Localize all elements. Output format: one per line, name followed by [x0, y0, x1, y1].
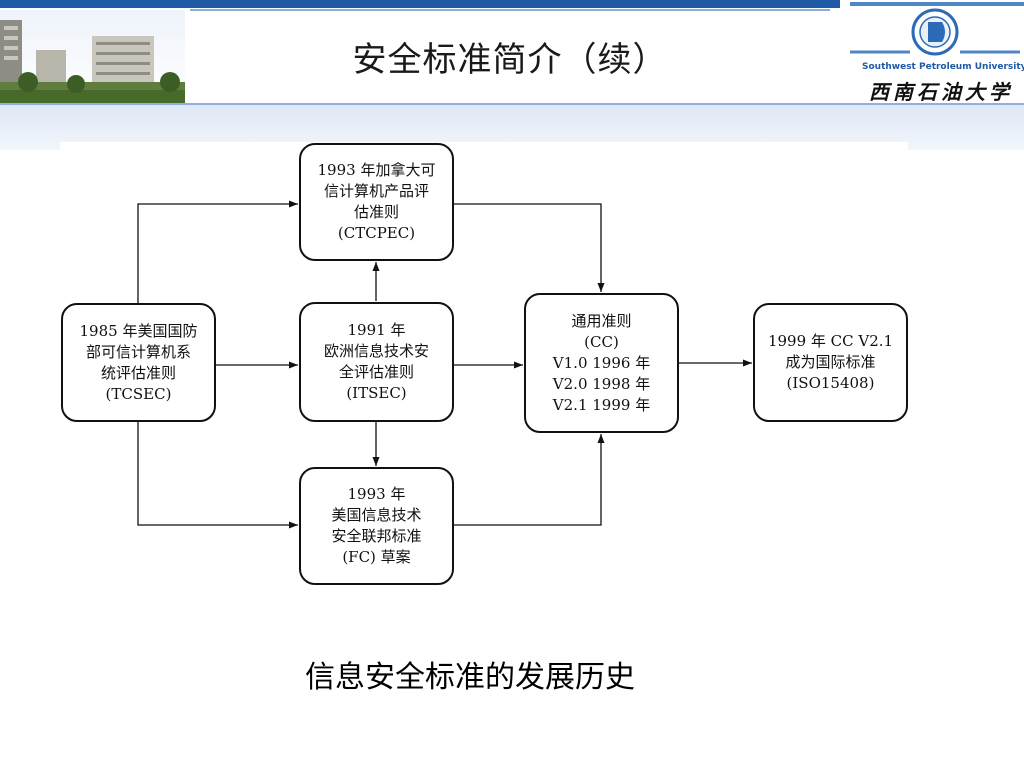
node-iso15408-label: 1999 年 CC V2.1 成为国际标准 (ISO15408) [767, 332, 894, 392]
header-divider [0, 103, 1024, 105]
top-stripe-thin [190, 9, 830, 11]
arrow-fc-to-cc [454, 434, 605, 526]
content-panel [60, 142, 908, 152]
university-name-chinese: 西南石油大学 [869, 80, 1013, 104]
logo-emblem-icon [850, 8, 1020, 56]
diagram-caption: 信息安全标准的发展历史 [305, 660, 635, 695]
page-title: 安全标准简介（续） [352, 40, 668, 80]
node-itsec-label: 1991 年 欧洲信息技术安 全评估准则 (ITSEC) [323, 321, 429, 402]
node-ctcpec: 1993 年加拿大可 信计算机产品评 估准则 (CTCPEC) [299, 143, 454, 261]
campus-photo [0, 10, 185, 104]
node-iso15408: 1999 年 CC V2.1 成为国际标准 (ISO15408) [753, 303, 908, 422]
node-ctcpec-label: 1993 年加拿大可 信计算机产品评 估准则 (CTCPEC) [317, 161, 436, 242]
node-cc: 通用准则 (CC) V1.0 1996 年 V2.0 1998 年 V2.1 1… [524, 293, 679, 433]
top-stripe [0, 0, 1024, 12]
node-fc: 1993 年 美国信息技术 安全联邦标准 (FC) 草案 [299, 467, 454, 585]
top-stripe-light [850, 2, 1024, 6]
node-fc-label: 1993 年 美国信息技术 安全联邦标准 (FC) 草案 [331, 485, 422, 566]
arrow-ctcpec-to-cc [454, 203, 605, 292]
arrow-tcsec-to-fc [137, 422, 298, 529]
node-tcsec: 1985 年美国国防 部可信计算机系 统评估准则 (TCSEC) [61, 303, 216, 422]
arrow-tcsec-to-ctcpec [137, 200, 298, 304]
node-cc-label: 通用准则 (CC) V1.0 1996 年 V2.0 1998 年 V2.1 1… [552, 311, 651, 414]
university-name-english: Southwest Petroleum University [862, 62, 1024, 72]
node-tcsec-label: 1985 年美国国防 部可信计算机系 统评估准则 (TCSEC) [79, 321, 198, 403]
university-logo: Southwest Petroleum University 西南石油大学 [850, 6, 1024, 104]
top-stripe-dark [0, 0, 840, 8]
node-itsec: 1991 年 欧洲信息技术安 全评估准则 (ITSEC) [299, 302, 454, 422]
